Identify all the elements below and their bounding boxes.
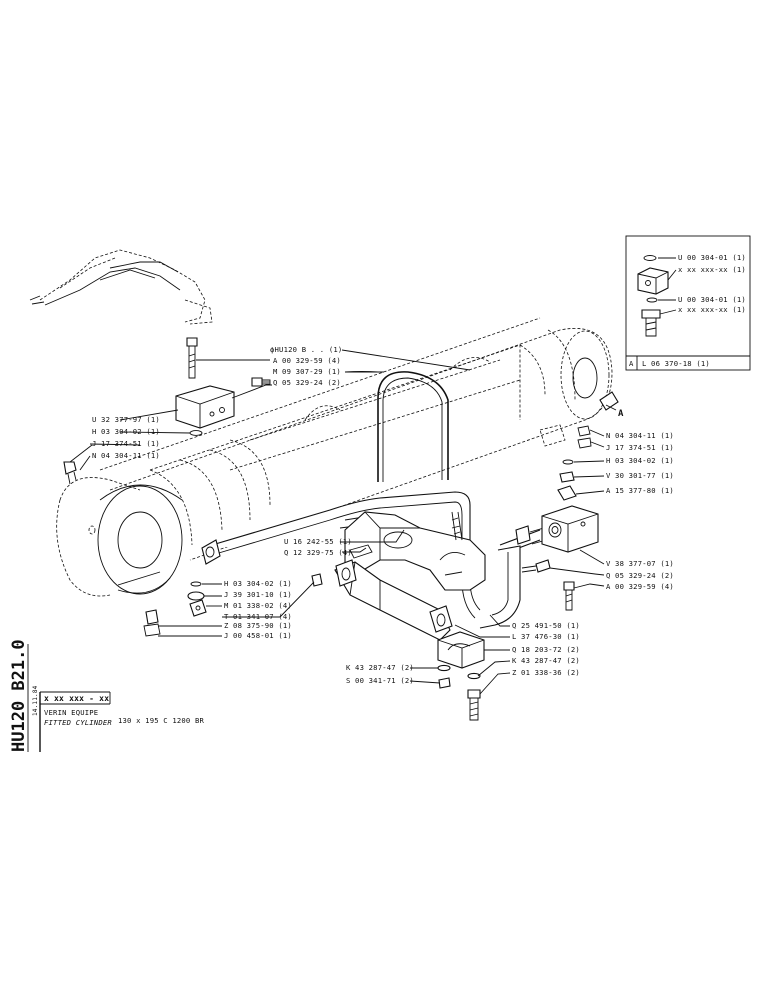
- nut-lower-icon: [438, 677, 451, 689]
- lower-left-parts: [143, 573, 323, 637]
- clamp-icon: [437, 631, 485, 669]
- title-date: 14.11.84: [32, 685, 39, 716]
- label-j-00-458-01: J 00 458-01 (1): [224, 631, 292, 640]
- screw-lower-icon: [189, 599, 207, 617]
- top-valve-block: [63, 337, 271, 485]
- right-valve-block: [521, 391, 619, 611]
- cylinder-body: [56, 317, 613, 597]
- oring-icon: [189, 430, 203, 436]
- label-m-01-338-02: M 01 338-02 (4): [224, 601, 292, 610]
- lower-right-clamp: [437, 631, 485, 721]
- label-u-16-242-55: U 16 242-55 (1): [284, 537, 352, 546]
- label-t-01-341-07: T 01 341-07 (4): [224, 612, 292, 621]
- flange-left-icon: [201, 539, 221, 565]
- title-block: HU120 B21.0 x xx xxx - xx 14.11.84 VERIN…: [9, 639, 204, 752]
- label-k-43-287-47-left: K 43 287-47 (2): [346, 663, 414, 672]
- inset-label-3: U 00 304-01 (1): [678, 295, 746, 304]
- bolt-head-icon: [186, 337, 198, 347]
- label-s-00-341-71: S 00 341-71 (2): [346, 676, 414, 685]
- plug-icon: [311, 573, 323, 587]
- label-l-37-476-30: L 37 476-30 (1): [512, 632, 580, 641]
- label-a-00-329-59-top: A 00 329-59 (4): [273, 356, 341, 365]
- title-en: FITTED CYLINDER: [44, 718, 112, 727]
- label-k-43-287-47-right: K 43 287-47 (2): [512, 656, 580, 665]
- oring-right-icon: [562, 459, 574, 465]
- label-v-38-377-07: V 38 377-07 (1): [606, 559, 674, 568]
- inset-fitting-icon: [641, 309, 661, 319]
- inset-box-ref: L 06 370-18 (1): [642, 359, 710, 368]
- bolt-right-icon: [563, 581, 575, 591]
- label-u-32-377-97: U 32 377-97 (1): [92, 415, 160, 424]
- label-n-04-304-11-right: N 04 304-11 (1): [606, 431, 674, 440]
- label-h-03-304-02-right: H 03 304-02 (1): [606, 456, 674, 465]
- flange-right-icon: [515, 525, 531, 545]
- label-j-17-374-51-right: J 17 374-51 (1): [606, 443, 674, 452]
- inset-box: A L 06 370-18 (1) U 00 304-01 (1) x xx x…: [625, 235, 751, 371]
- nipple-icon: [145, 609, 159, 625]
- washer-icon: [187, 591, 205, 601]
- title-spec: 130 x 195 C 1200 BR: [118, 716, 204, 725]
- label-q-12-329-75: Q 12 329-75 (4): [284, 548, 352, 557]
- label-j-17-374-51-left: J 17 374-51 (1): [92, 439, 160, 448]
- label-q-05-329-24-right: Q 05 329-24 (2): [606, 571, 674, 580]
- label-q-18-203-72: Q 18 203-72 (2): [512, 645, 580, 654]
- label-a-15-377-80: A 15 377-80 (1): [606, 486, 674, 495]
- right-valve-block-icon: [541, 505, 599, 553]
- inset-label-1: U 00 304-01 (1): [678, 253, 746, 262]
- label-z-01-338-36: Z 01 338-36 (2): [512, 668, 580, 677]
- leader-lines: [69, 349, 617, 695]
- inset-oring-icon: [643, 255, 657, 261]
- u-strap: [377, 371, 449, 482]
- label-m-09-307-29: M 09 307-29 (1): [273, 367, 341, 376]
- label-q-05-329-24-top: Q 05 329-24 (2): [273, 378, 341, 387]
- label-z-08-375-90: Z 08 375-90 (1): [224, 621, 292, 630]
- label-a-00-329-59-right: A 00 329-59 (4): [606, 582, 674, 591]
- inset-label-4: x xx xxx-xx (1): [678, 305, 746, 314]
- washer-lower-icon: [437, 664, 451, 672]
- inset-box-letter: A: [629, 359, 634, 368]
- port-a-fitting-icon: [599, 391, 619, 411]
- title-fr: VERIN EQUIPE: [44, 708, 98, 717]
- screw-icon: [251, 377, 263, 387]
- bracket-assembly: [334, 511, 486, 641]
- inset-block-icon: [637, 267, 669, 295]
- inset-oring-2-icon: [646, 297, 658, 303]
- part-labels: ϕHU120 B . . (1) A 00 329-59 (4) M 09 30…: [92, 345, 674, 685]
- nut-icon: [577, 425, 591, 437]
- cylinder-front-cap: [97, 485, 183, 595]
- valve-block-icon: [175, 385, 235, 429]
- inset-label-2: x xx xxx-xx (1): [678, 265, 746, 274]
- oring-lower-icon: [190, 581, 202, 587]
- label-cylinder-ref: ϕHU120 B . . (1): [270, 345, 342, 354]
- bolt-lower-icon: [467, 689, 481, 699]
- label-n-04-304-11-left: N 04 304-11 (1): [92, 451, 160, 460]
- label-q-25-491-50: Q 25 491-50 (1): [512, 621, 580, 630]
- callout-letter-a: A: [618, 409, 624, 419]
- label-j-39-301-10: J 39 301-10 (1): [224, 590, 292, 599]
- label-h-03-304-02-left: H 03 304-02 (1): [92, 427, 160, 436]
- label-h-03-304-02-lower: H 03 304-02 (1): [224, 579, 292, 588]
- label-v-30-301-77: V 30 301-77 (1): [606, 471, 674, 480]
- title-ref: x xx xxx - xx: [44, 694, 109, 703]
- machine-silhouette-sketch: [29, 249, 213, 325]
- side-code: HU120 B21.0: [9, 639, 29, 752]
